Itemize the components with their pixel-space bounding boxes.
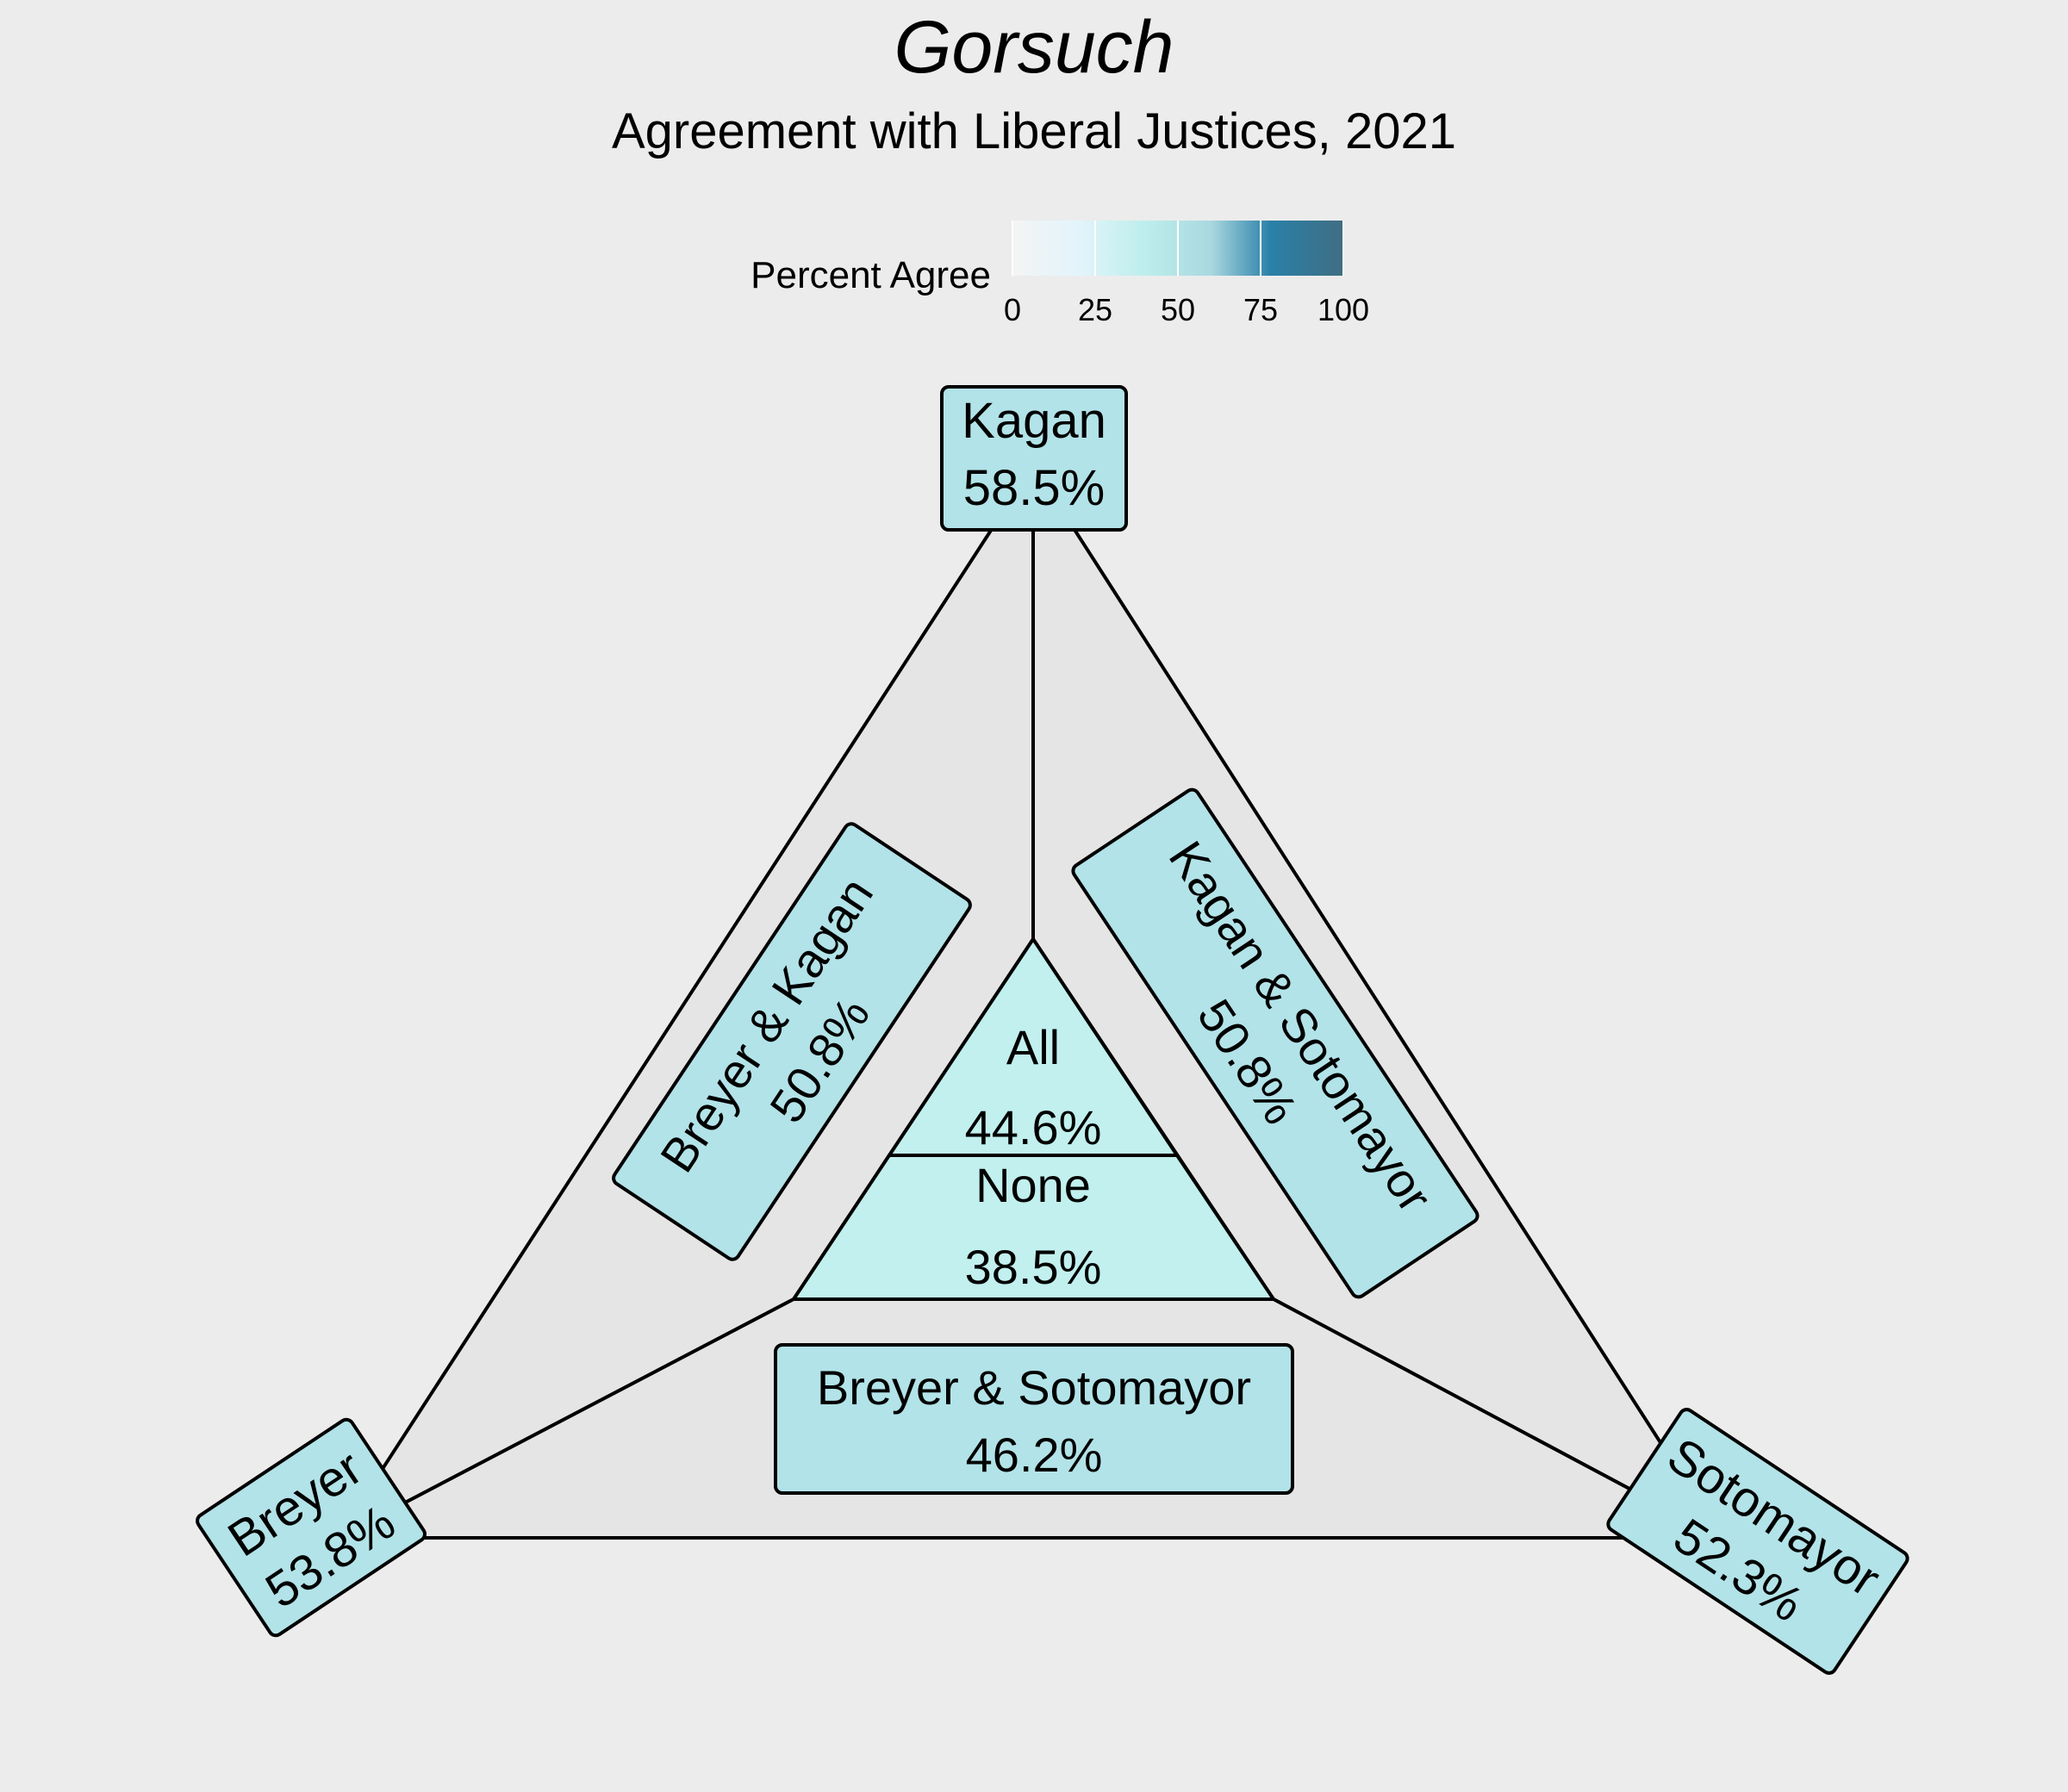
color-legend: Percent Agree 0 25 50 75 100 bbox=[751, 221, 1369, 327]
all-label: All bbox=[1006, 1020, 1060, 1074]
legend-tick-100: 100 bbox=[1317, 292, 1369, 327]
legend-tick-75: 75 bbox=[1243, 292, 1278, 327]
breyer-sotomayor-box: Breyer & Sotomayor 46.2% bbox=[774, 1343, 1294, 1495]
breyer-sotomayor-label: Breyer & Sotomayor bbox=[817, 1360, 1251, 1415]
legend-tick-50: 50 bbox=[1161, 292, 1195, 327]
outer-triangle bbox=[333, 459, 1727, 1543]
chart-title: Gorsuch bbox=[894, 6, 1174, 89]
legend-tick-0: 0 bbox=[1004, 292, 1021, 327]
breyer-sotomayor-value: 46.2% bbox=[966, 1428, 1103, 1482]
chart-subtitle: Agreement with Liberal Justices, 2021 bbox=[612, 103, 1456, 159]
none-label: None bbox=[975, 1158, 1091, 1212]
kagan-box: Kagan 58.5% bbox=[940, 385, 1128, 532]
kagan-sotomayor-box: Kagan & Sotomayor 50.8% bbox=[1071, 787, 1479, 1299]
all-value: 44.6% bbox=[965, 1100, 1102, 1154]
none-value: 38.5% bbox=[965, 1240, 1102, 1294]
kagan-label: Kagan bbox=[962, 393, 1106, 449]
legend-tick-marks bbox=[1012, 221, 1344, 276]
legend-tick-25: 25 bbox=[1078, 292, 1112, 327]
legend-label: Percent Agree bbox=[751, 254, 991, 296]
breyer-box: Breyer 53.8% bbox=[196, 1417, 427, 1638]
center-triangle bbox=[790, 936, 1277, 1301]
kagan-value: 58.5% bbox=[963, 460, 1105, 516]
region-none bbox=[790, 1154, 1277, 1301]
